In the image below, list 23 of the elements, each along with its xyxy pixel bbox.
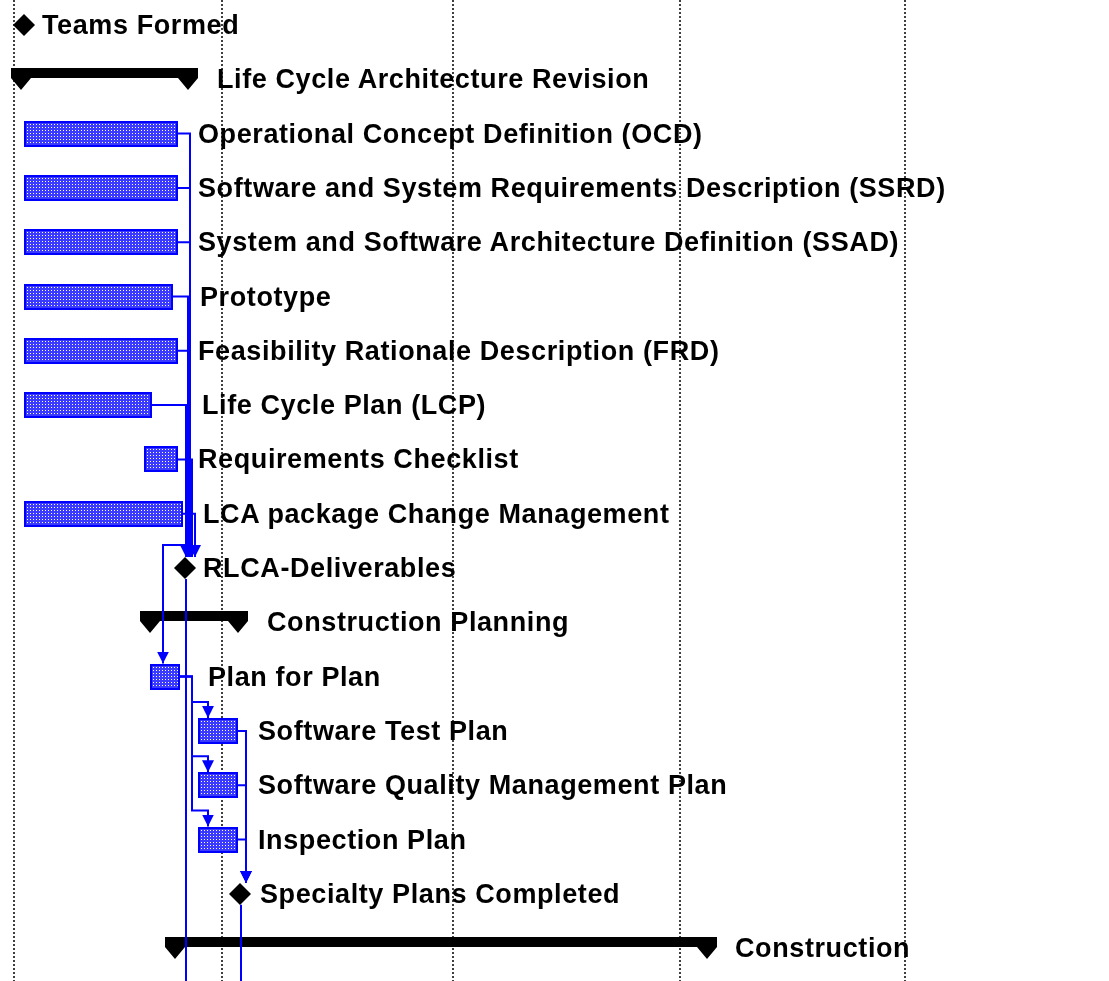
task-name: Construction Planning	[267, 607, 570, 638]
task-name: Teams Formed	[42, 10, 240, 40]
task-name: Specialty Plans Completed	[260, 878, 621, 909]
dependency-arrow	[182, 512, 201, 558]
dependency-line	[185, 578, 187, 981]
task-name: System and Software Architecture Definition (SSAD)	[198, 227, 900, 258]
task-name: Requirements Checklist	[198, 444, 519, 475]
task-name: Construction	[735, 933, 911, 964]
dependency-line	[240, 903, 242, 981]
task-name: Life Cycle Architecture Revision	[217, 64, 650, 95]
dependency-arrow	[237, 838, 252, 884]
task-name: Operational Concept Definition (OCD)	[198, 118, 703, 149]
task-name: Plan for Plan	[208, 661, 381, 692]
task-name: LCA package Change Management	[203, 498, 670, 529]
task-name: Inspection Plan	[258, 824, 467, 855]
task-name: Software Test Plan	[258, 715, 509, 746]
task-name: Software Quality Management Plan	[258, 770, 728, 801]
task-name: Life Cycle Plan (LCP)	[202, 390, 487, 421]
task-name: RLCA-Deliverables	[203, 553, 457, 583]
task-name: Feasibility Rationale Description (FRD)	[198, 335, 720, 366]
task-name: Software and System Requirements Description (SSRD)	[198, 172, 946, 203]
task-name: Prototype	[200, 281, 332, 312]
dependency-arrow	[179, 675, 214, 828]
